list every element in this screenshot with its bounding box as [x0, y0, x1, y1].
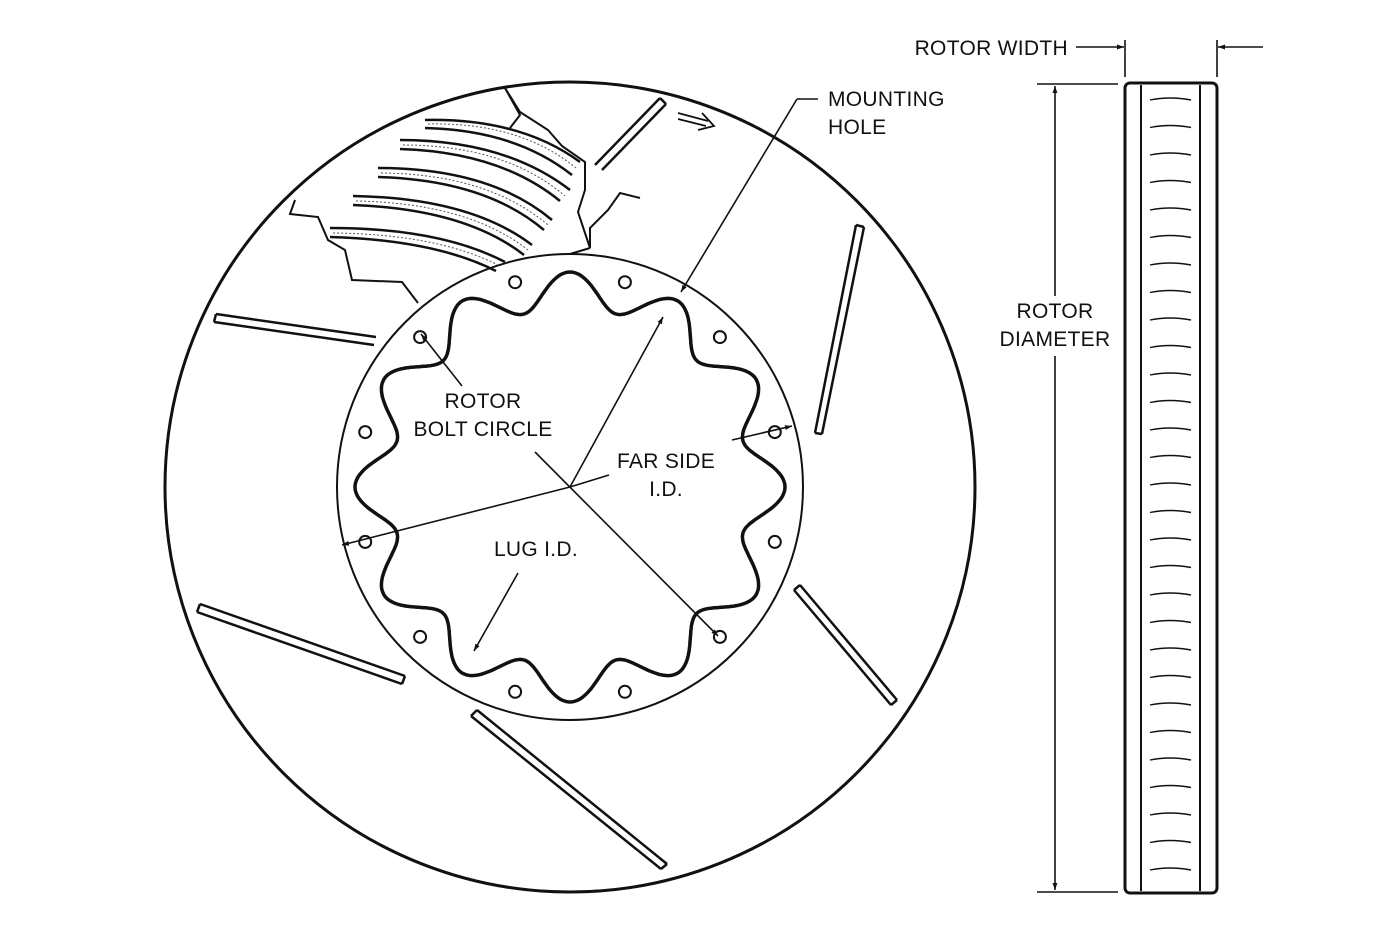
surface-slots: [195, 97, 898, 870]
side-vane: [1149, 564, 1192, 569]
mounting-hole: [767, 425, 782, 440]
side-vane: [1149, 289, 1192, 294]
rotor-front-view: [163, 80, 977, 894]
internal-vanes: [329, 118, 581, 273]
vane-hatching: [332, 123, 577, 267]
side-vane: [1149, 839, 1192, 844]
lug-id-leader: [473, 572, 519, 652]
cutaway-section: [288, 87, 641, 304]
front-dimensions: [341, 98, 818, 652]
side-vane: [1149, 317, 1192, 321]
side-cooling-vanes: [1149, 97, 1192, 871]
mounting-hole: [712, 330, 727, 345]
lug-id-line-b: [341, 486, 571, 546]
side-vane: [1149, 399, 1192, 404]
side-vane: [1149, 729, 1192, 734]
rotor-side-view: [1123, 81, 1219, 895]
mounting-hole: [358, 534, 373, 549]
rotor-outer-edge: [163, 80, 977, 894]
mounting-hole: [508, 275, 523, 290]
mounting-hole: [617, 684, 632, 699]
rotation-arrow-icon: [677, 112, 716, 131]
rotor-diameter-label-line1: ROTOR: [1017, 300, 1094, 323]
lug-scalloped-bore: [353, 270, 787, 704]
side-vane: [1149, 812, 1192, 816]
mounting-hole-leader-arrow: [680, 98, 798, 293]
mounting-hole: [617, 275, 632, 290]
cutaway-lower-break: [288, 199, 419, 304]
side-vane: [1149, 757, 1192, 761]
lug-id-line-a: [534, 451, 719, 637]
side-vane: [1149, 509, 1192, 514]
rotor-width-label: ROTOR WIDTH: [915, 37, 1068, 60]
mounting-hole: [767, 534, 782, 549]
side-vane: [1149, 702, 1192, 706]
side-vane: [1149, 674, 1192, 679]
far-side-id-label-line2: I.D.: [649, 478, 683, 501]
lug-id-label: LUG I.D.: [494, 538, 578, 561]
surface-slot: [813, 223, 866, 436]
side-vane: [1149, 234, 1192, 239]
mounting-hole: [358, 425, 373, 440]
mounting-hole: [508, 684, 523, 699]
side-labels: ROTOR WIDTH ROTOR DIAMETER: [915, 37, 1111, 351]
surface-slot: [212, 312, 377, 347]
side-vane: [1149, 179, 1192, 184]
side-vane: [1149, 207, 1192, 211]
side-vane: [1149, 784, 1192, 789]
side-vane: [1149, 97, 1192, 101]
surface-slot: [594, 97, 667, 171]
side-vane: [1149, 262, 1192, 266]
surface-slot: [470, 709, 668, 870]
mounting-hole-label-line2: HOLE: [828, 116, 886, 139]
side-vane: [1149, 454, 1192, 459]
side-vane: [1149, 482, 1192, 486]
mounting-hole: [712, 629, 727, 644]
side-vane: [1149, 372, 1192, 376]
far-side-id-line-b: [569, 474, 610, 488]
far-side-id-label-line1: FAR SIDE: [617, 450, 715, 473]
bolt-circle-label-line2: BOLT CIRCLE: [413, 418, 552, 441]
side-vane: [1149, 619, 1192, 624]
side-outline: [1123, 81, 1219, 895]
far-side-id-leader: [731, 425, 793, 441]
rotor-diameter-label-line2: DIAMETER: [1000, 328, 1111, 351]
cutaway-break-line: [504, 87, 641, 255]
side-vane: [1149, 152, 1192, 156]
mounting-hole-label-line1: MOUNTING: [828, 88, 945, 111]
side-vane: [1149, 427, 1192, 431]
side-vane: [1149, 537, 1192, 541]
side-vane: [1149, 344, 1192, 349]
bolt-circle-label-line1: ROTOR: [445, 390, 522, 413]
side-vane: [1149, 124, 1192, 129]
front-labels: MOUNTING HOLE ROTOR BOLT CIRCLE FAR SIDE…: [413, 88, 944, 561]
surface-slot: [195, 602, 407, 686]
side-dimensions: [1037, 40, 1263, 893]
side-vane: [1149, 867, 1192, 871]
side-vane: [1149, 647, 1192, 651]
mounting-hole: [413, 629, 428, 644]
cutaway-top-edge: [504, 87, 522, 129]
bolt-circle-leader: [420, 333, 463, 387]
side-vane: [1149, 592, 1192, 596]
surface-slot: [793, 584, 898, 706]
far-side-id-line-a: [569, 316, 664, 488]
